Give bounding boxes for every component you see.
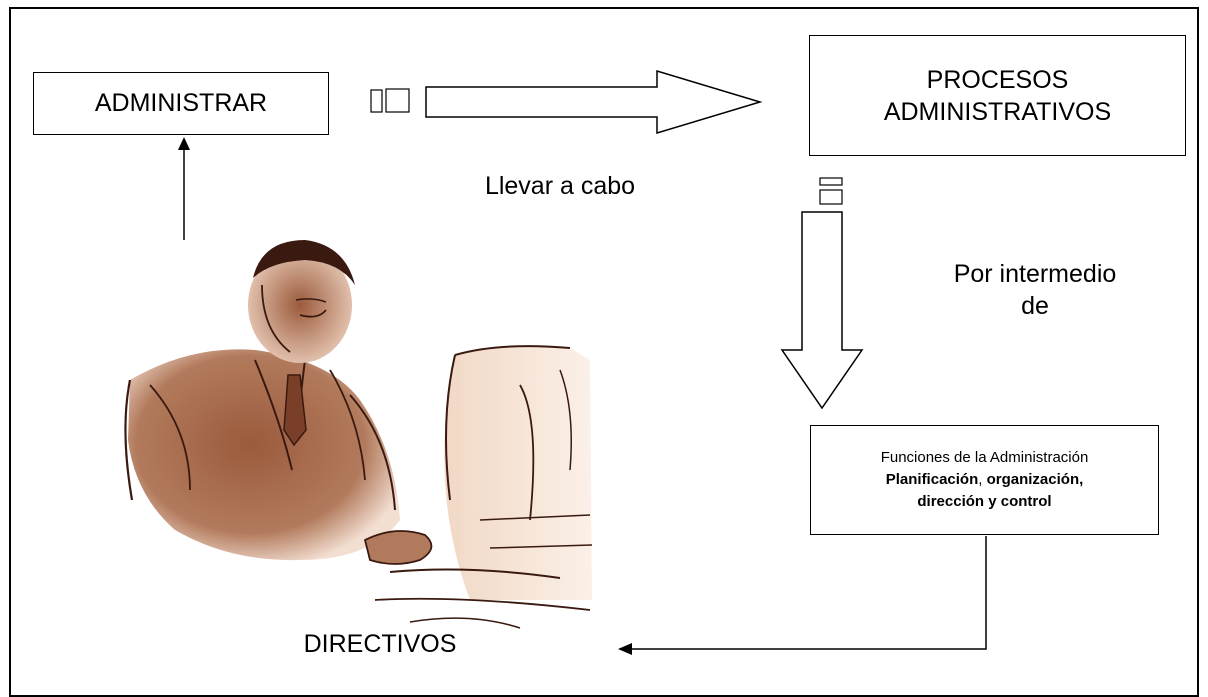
node-funciones-title: Funciones de la Administración: [880, 449, 1089, 467]
node-procesos-label-line2: ADMINISTRATIVOS: [883, 97, 1112, 126]
figure-caption-directivos: DIRECTIVOS: [303, 630, 457, 658]
arrow-segment-bar: [819, 189, 843, 205]
node-administrar-label: ADMINISTRAR: [94, 89, 268, 117]
businessman-illustration: [124, 240, 593, 629]
node-funciones: Funciones de la Administración Planifica…: [810, 425, 1159, 535]
edge-label-llevar: Llevar a cabo: [484, 172, 636, 200]
node-funciones-separator: ,: [978, 471, 987, 489]
arrow-up-head: [178, 137, 190, 150]
edge-label-por-intermedio: Por intermedio de: [910, 258, 1160, 322]
arrow-back-line: [632, 536, 987, 650]
node-funciones-direccion: dirección y control: [917, 492, 1052, 510]
edge-label-por-line2: de: [1021, 292, 1049, 320]
node-funciones-organizacion: organización,: [986, 471, 1084, 489]
arrow-segment-bar: [819, 177, 843, 186]
edge-label-por-line1: Por intermedio: [953, 260, 1117, 288]
arrow-back-head: [618, 643, 632, 655]
node-administrar: ADMINISTRAR: [33, 72, 329, 135]
arrow-right: [425, 69, 763, 135]
arrow-segment-square: [385, 88, 410, 113]
arrow-down: [780, 211, 864, 410]
arrow-segment-small: [370, 89, 383, 113]
node-funciones-planificacion: Planificación: [885, 471, 979, 489]
diagram-graphics: [124, 69, 987, 655]
node-procesos-label-line1: PROCESOS: [926, 65, 1069, 94]
node-procesos-administrativos: PROCESOS ADMINISTRATIVOS: [809, 35, 1186, 156]
